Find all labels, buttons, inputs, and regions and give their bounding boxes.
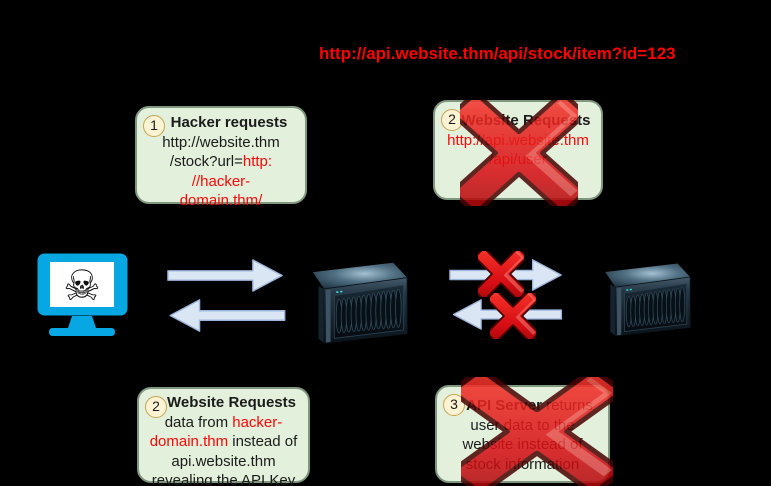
hacker-computer-icon: ☠: [37, 253, 128, 336]
step1-title: Hacker requests: [170, 114, 288, 131]
step1-line5: domain.thm/: [179, 192, 263, 209]
step1-number-badge: 1: [143, 115, 165, 137]
response-arrow-icon: [168, 298, 286, 333]
step2-bottom-text: Website Requests data from hacker- domai…: [143, 393, 304, 486]
step1-line3: /stock?url=http:: [169, 153, 273, 170]
api-server-icon: [601, 256, 707, 340]
request-arrow-icon: [167, 258, 284, 293]
step2-bottom-line3: domain.thm instead of: [149, 433, 298, 450]
step2-bottom-title: Website Requests: [167, 394, 296, 411]
step1-text: Hacker requests http://website.thm /stoc…: [141, 113, 301, 211]
step2-bottom-number-badge: 2: [145, 396, 167, 418]
skull-icon: ☠: [63, 261, 101, 310]
step1-line2: http://website.thm: [162, 133, 280, 151]
step3-number-badge: 3: [443, 394, 465, 416]
blocked-x-icon-request: [478, 251, 524, 297]
web-server-icon: [311, 254, 423, 348]
step1-line4: //hacker-: [191, 172, 251, 190]
step2-bottom-line2: data from hacker-: [164, 413, 283, 431]
monitor-stand: [68, 316, 96, 328]
monitor-base: [49, 328, 115, 336]
step2-bottom-line5: revealing the API Key: [151, 472, 296, 486]
step1-box: 1 Hacker requests http://website.thm /st…: [135, 106, 307, 209]
step2-bottom-box: 2 Website Requests data from hacker- dom…: [137, 387, 310, 486]
blocked-x-icon-step2: [460, 100, 578, 206]
monitor-screen: [50, 262, 114, 307]
attack-url-label: http://api.website.thm/api/stock/item?id…: [319, 44, 676, 63]
step2-bottom-line4: api.website.thm: [171, 452, 276, 470]
blocked-x-icon-step3: [461, 377, 613, 486]
blocked-x-icon-response: [490, 293, 536, 339]
